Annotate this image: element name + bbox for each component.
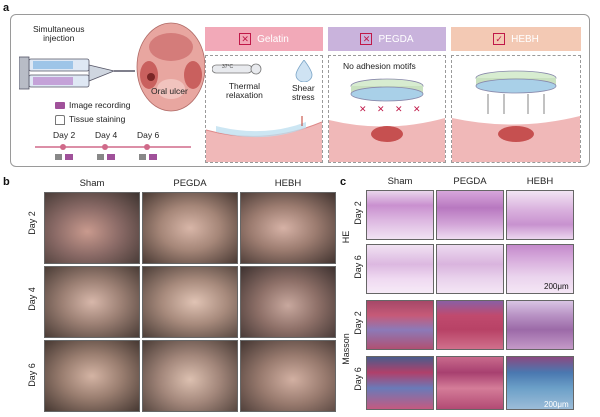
tissue-staining-label: Tissue staining bbox=[69, 114, 126, 124]
hebh-header: ✓ HEBH bbox=[451, 27, 581, 51]
thermometer-icon bbox=[212, 63, 262, 75]
pegda-header: ✕ PEGDA bbox=[328, 27, 446, 51]
timeline-day-6: Day 6 bbox=[137, 130, 160, 140]
photo-sham-day4 bbox=[44, 266, 140, 338]
panel-b-col-hebh: HEBH bbox=[274, 178, 302, 189]
histo-masson-sham-day6 bbox=[366, 356, 434, 410]
svg-text:✕: ✕ bbox=[359, 105, 367, 115]
injection-label: Simultaneous injection bbox=[33, 24, 85, 44]
panel-c-col-pegda: PEGDA bbox=[453, 176, 487, 187]
photo-hebh-day2 bbox=[240, 192, 336, 264]
scale-bar-masson: 200μm bbox=[544, 400, 569, 409]
scale-bar-he: 200μm bbox=[544, 282, 569, 291]
histo-masson-hebh-day6 bbox=[506, 356, 574, 410]
histo-he-hebh-day2 bbox=[506, 190, 574, 240]
photo-pegda-day6 bbox=[142, 340, 238, 412]
histo-masson-pegda-day6 bbox=[436, 356, 504, 410]
timeline-day-4: Day 4 bbox=[95, 130, 118, 140]
pegda-title: PEGDA bbox=[378, 33, 414, 45]
histo-he-pegda-day6 bbox=[436, 244, 504, 294]
shear-stress-label: Shear stress bbox=[292, 83, 315, 103]
timeline bbox=[35, 144, 191, 160]
histo-masson-sham-day2 bbox=[366, 300, 434, 350]
svg-text:✕: ✕ bbox=[413, 105, 421, 115]
image-recording-label: Image recording bbox=[69, 100, 131, 110]
histo-masson-hebh-day2 bbox=[506, 300, 574, 350]
svg-text:✕: ✕ bbox=[395, 105, 403, 115]
histo-he-pegda-day2 bbox=[436, 190, 504, 240]
gelatin-title: Gelatin bbox=[257, 33, 289, 45]
photo-pegda-day2 bbox=[142, 192, 238, 264]
panel-c-letter: c bbox=[340, 176, 347, 188]
panel-c-masson-day2: Day 2 bbox=[353, 311, 363, 335]
svg-text:✕: ✕ bbox=[377, 105, 385, 115]
photo-sham-day6 bbox=[44, 340, 140, 412]
gelatin-tissue-illustration bbox=[206, 116, 322, 162]
panel-c-col-sham: Sham bbox=[387, 176, 413, 187]
panel-b-col-pegda: PEGDA bbox=[173, 178, 207, 189]
hebh-tissue-illustration bbox=[452, 70, 580, 162]
camera-icon bbox=[55, 102, 65, 109]
panel-b-row-day4: Day 4 bbox=[27, 287, 37, 311]
no-adhesion-label: No adhesion motifs bbox=[343, 61, 416, 71]
panel-b-row-day2: Day 2 bbox=[27, 211, 37, 235]
histo-he-hebh-day6 bbox=[506, 244, 574, 294]
syringe-icon bbox=[19, 56, 135, 90]
photo-hebh-day6 bbox=[240, 340, 336, 412]
oral-ulcer-label: Oral ulcer bbox=[151, 86, 188, 96]
x-mark-icon: ✕ bbox=[360, 33, 373, 45]
panel-c-he-day6: Day 6 bbox=[353, 255, 363, 279]
x-mark-icon: ✕ bbox=[239, 33, 252, 45]
pegda-tissue-illustration: ✕ ✕ ✕ ✕ bbox=[329, 78, 445, 162]
photo-pegda-day4 bbox=[142, 266, 238, 338]
droplet-icon bbox=[295, 60, 313, 82]
panel-c-stain-he: HE bbox=[341, 230, 351, 244]
gelatin-box: 37°C Thermal relaxation Shear stress bbox=[205, 55, 323, 163]
gelatin-header: ✕ Gelatin bbox=[205, 27, 323, 51]
hebh-title: HEBH bbox=[511, 33, 539, 45]
panel-b-col-sham: Sham bbox=[79, 178, 105, 189]
panel-c-masson-day6: Day 6 bbox=[353, 367, 363, 391]
pegda-box: No adhesion motifs ✕ ✕ ✕ ✕ bbox=[328, 55, 446, 163]
check-mark-icon: ✓ bbox=[493, 33, 506, 45]
photo-sham-day2 bbox=[44, 192, 140, 264]
hebh-box bbox=[451, 55, 581, 163]
panel-c-he-day2: Day 2 bbox=[353, 201, 363, 225]
thermal-relaxation-label: Thermal relaxation bbox=[226, 81, 263, 101]
timeline-day-2: Day 2 bbox=[53, 130, 76, 140]
histo-he-sham-day6 bbox=[366, 244, 434, 294]
microscope-icon bbox=[55, 115, 65, 125]
photo-hebh-day4 bbox=[240, 266, 336, 338]
panel-c-col-hebh: HEBH bbox=[526, 176, 554, 187]
histo-he-sham-day2 bbox=[366, 190, 434, 240]
panel-a-letter: a bbox=[3, 2, 10, 14]
rat-head-illustration bbox=[136, 22, 206, 112]
panel-a-schematic: Simultaneous injection Oral ulcer Image … bbox=[10, 14, 590, 167]
thermometer-text: 37°C bbox=[222, 64, 234, 70]
panel-b-row-day6: Day 6 bbox=[27, 363, 37, 387]
panel-b-letter: b bbox=[3, 176, 10, 188]
panel-c-stain-masson: Masson bbox=[341, 333, 351, 365]
histo-masson-pegda-day2 bbox=[436, 300, 504, 350]
